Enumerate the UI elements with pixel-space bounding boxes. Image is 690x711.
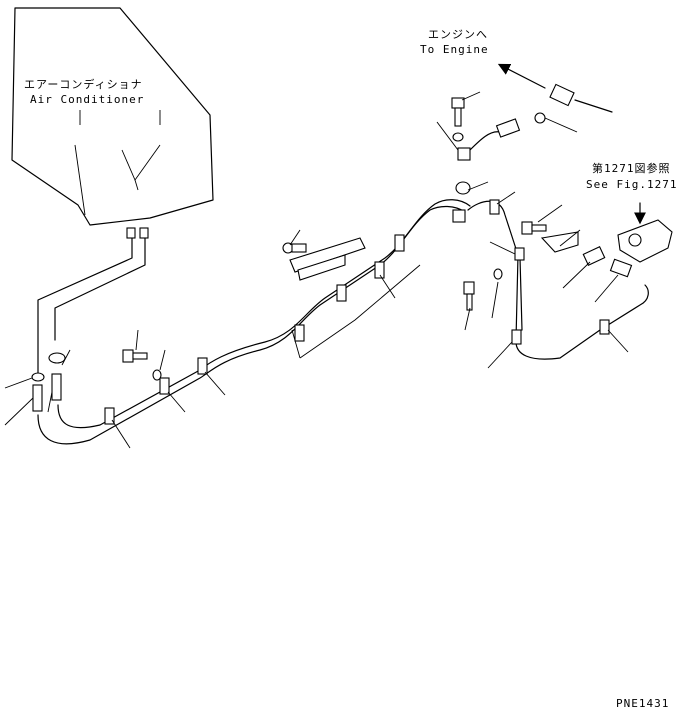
right-hose-run <box>467 200 649 360</box>
right-fittings <box>463 221 633 311</box>
air-conditioner-unit <box>11 7 214 226</box>
ac-label-en: Air Conditioner <box>30 93 145 106</box>
hose-clamps <box>104 199 610 425</box>
engine-label-en: To Engine <box>420 43 489 56</box>
bolt-and-washer <box>122 349 162 381</box>
to-engine-arrow <box>497 63 546 89</box>
main-hose-run <box>37 199 471 445</box>
ac-label-jp: エアーコンディショナ <box>24 78 143 91</box>
reference-part <box>617 202 673 263</box>
drawing-number: PNE1431 <box>616 697 670 710</box>
ac-hose-lines <box>31 227 149 412</box>
mounting-bracket <box>282 237 366 281</box>
fig-ref-jp: 第1271図参照 <box>592 162 671 175</box>
top-fittings <box>451 83 613 195</box>
fig-ref-en: See Fig.1271 <box>586 178 678 191</box>
leader-lines <box>4 91 629 449</box>
engine-label-jp: エンジンへ <box>428 28 488 41</box>
